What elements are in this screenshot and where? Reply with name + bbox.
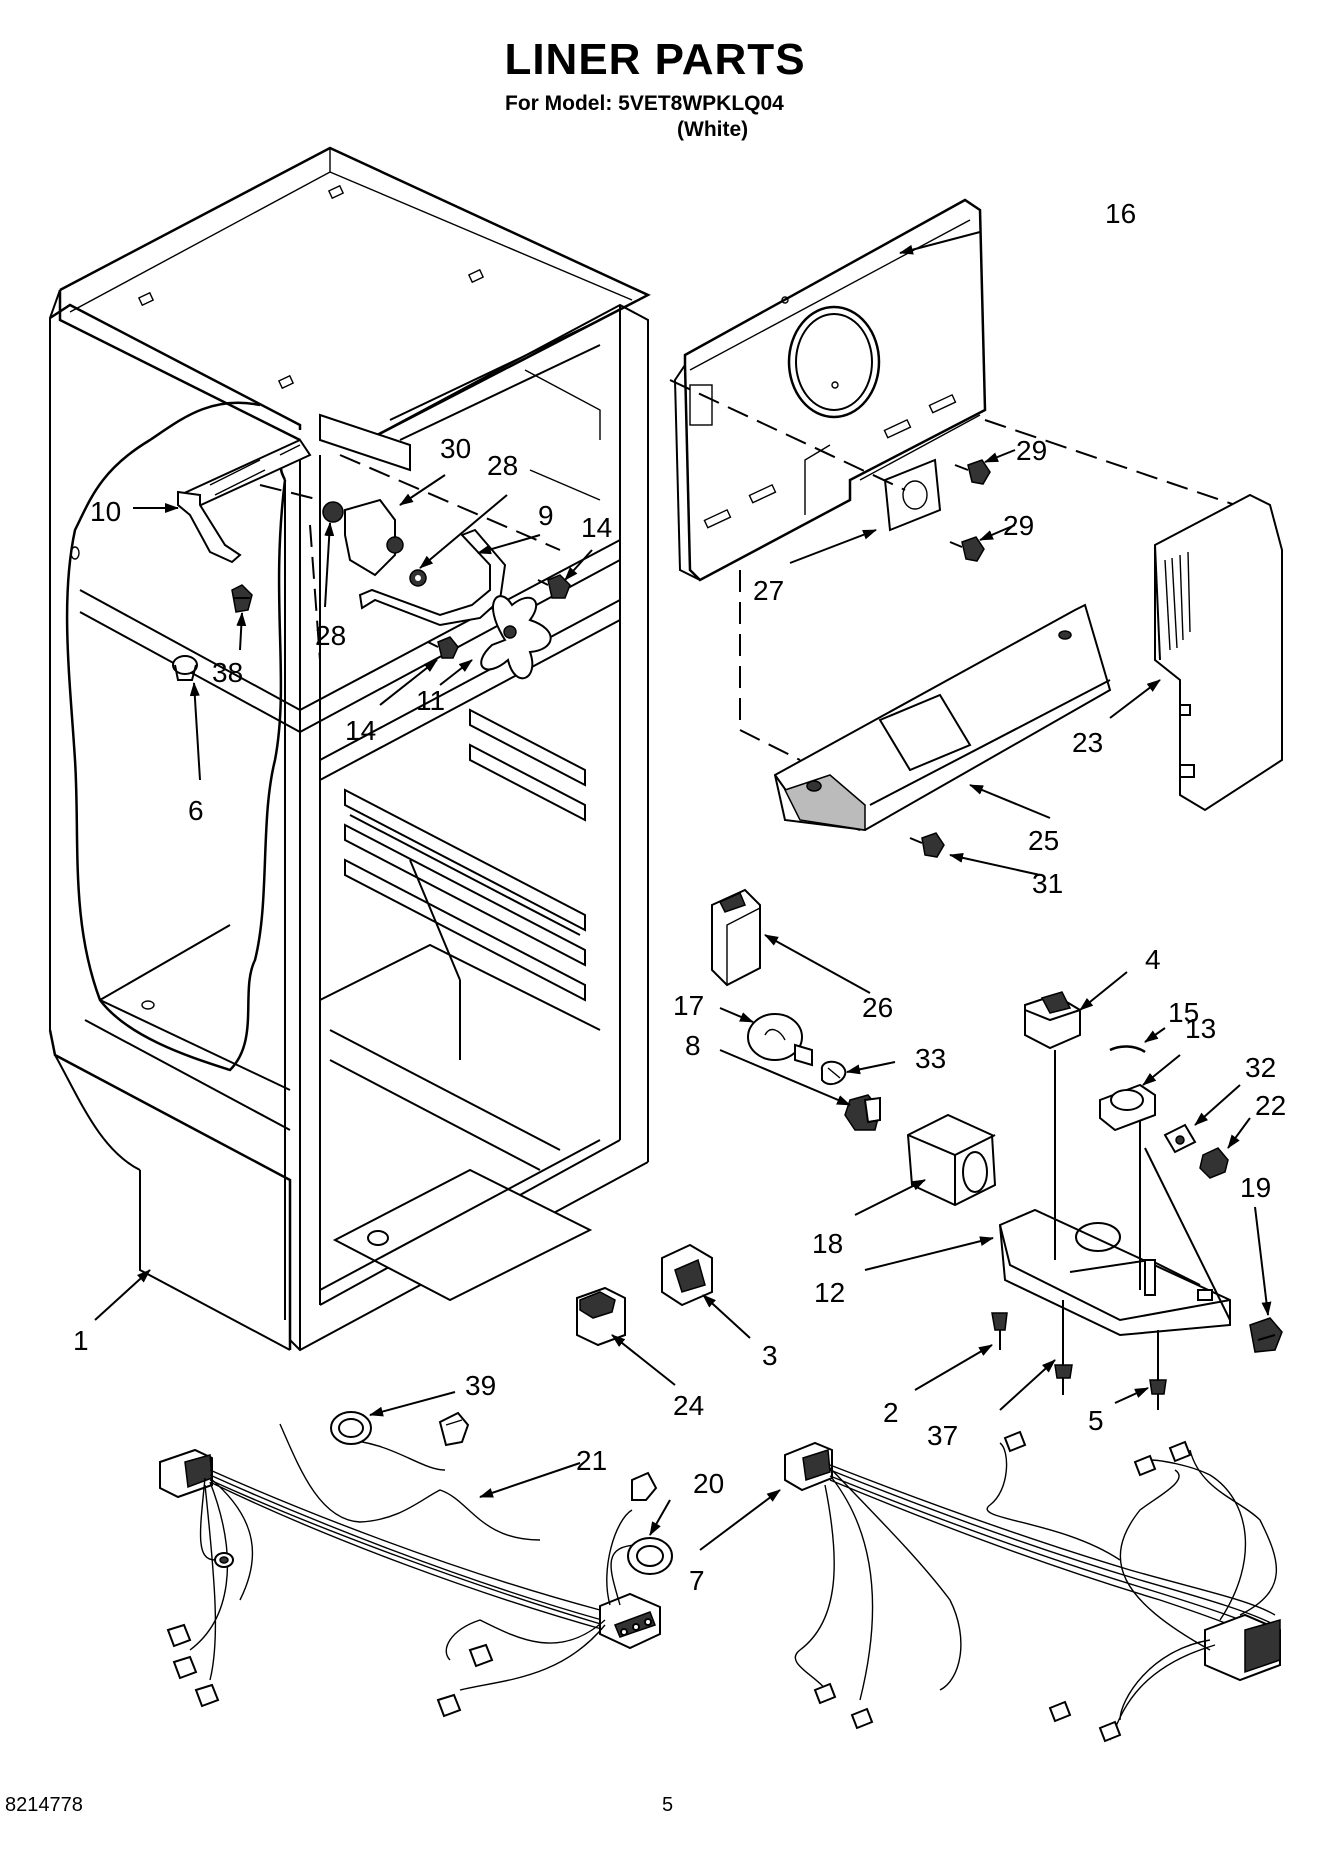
callout-23: 23	[1072, 727, 1103, 758]
leader-dashed	[259, 484, 321, 501]
callout-28-lower: 28	[315, 620, 346, 651]
part-15-clip	[1109, 1045, 1146, 1054]
callout-32: 32	[1245, 1052, 1276, 1083]
part-18-light-shield	[906, 1113, 997, 1207]
model-line: For Model: 5VET8WPKLQ04	[505, 92, 784, 115]
leader-dashed	[739, 570, 801, 761]
callout-27: 27	[753, 575, 784, 606]
part-32-bracket	[1163, 1123, 1197, 1154]
callout-22: 22	[1255, 1090, 1286, 1121]
callout-18: 18	[812, 1228, 843, 1259]
part-37-screw	[1054, 1364, 1073, 1395]
callout-10: 10	[90, 496, 121, 527]
callout-26: 26	[862, 992, 893, 1023]
callout-8: 8	[685, 1030, 701, 1061]
callout-9: 9	[538, 500, 554, 531]
part-28-nut	[409, 569, 427, 587]
part-14-screw-lower	[427, 636, 459, 659]
callout-14: 14	[581, 512, 612, 543]
part-29-screw-lower	[949, 536, 985, 562]
cabinet-liner	[48, 146, 651, 1352]
callout-37: 37	[927, 1420, 958, 1451]
callout-25: 25	[1028, 825, 1059, 856]
callout-14-lower: 14	[345, 715, 376, 746]
part-24-connector	[576, 1286, 626, 1347]
callout-30: 30	[440, 433, 471, 464]
document-number: 8214778	[5, 1794, 83, 1816]
part-13-sensor	[1099, 1083, 1156, 1132]
part-12-light-housing	[998, 1208, 1231, 1337]
callout-13: 13	[1185, 1013, 1216, 1044]
part-33-socket	[820, 1060, 847, 1086]
leader-dashed	[309, 524, 321, 661]
callout-33: 33	[915, 1043, 946, 1074]
callout-12: 12	[814, 1277, 845, 1308]
callout-11: 11	[416, 685, 445, 716]
page-number: 5	[662, 1794, 674, 1816]
callout-3: 3	[762, 1340, 778, 1371]
callout-6: 6	[188, 795, 204, 826]
part-4-thermostat	[1024, 991, 1081, 1050]
leader-dashed	[984, 419, 1251, 511]
duct-bracket	[178, 413, 411, 512]
callout-5: 5	[1088, 1405, 1104, 1436]
part-31-screw	[909, 832, 945, 858]
color-line: (White)	[677, 118, 749, 141]
part-29-screw	[954, 459, 991, 485]
callout-29-lower: 29	[1003, 510, 1034, 541]
callout-28: 28	[487, 450, 518, 481]
callout-1: 1	[73, 1325, 89, 1356]
callout-15: 15	[1168, 997, 1199, 1028]
leader-dashed	[669, 379, 906, 491]
callout-arrows	[94, 231, 1272, 1551]
callout-31: 31	[1032, 868, 1063, 899]
part-8-socket	[844, 1094, 881, 1131]
callout-17: 17	[673, 990, 704, 1021]
part-10-bracket	[177, 490, 242, 564]
part-27-plate	[883, 458, 942, 532]
callout-19: 19	[1240, 1172, 1271, 1203]
part-11-fan-blade	[480, 595, 552, 680]
leader-dashed	[339, 454, 561, 551]
callout-2: 2	[883, 1397, 899, 1428]
part-22-connector	[1199, 1147, 1229, 1179]
part-3-connector	[661, 1243, 713, 1307]
callout-16: 16	[1105, 198, 1136, 229]
part-17-light-bulb	[747, 1013, 813, 1067]
callout-24: 24	[673, 1390, 704, 1421]
part-6-plug	[172, 655, 198, 681]
part-26-switch	[711, 888, 761, 987]
part-25-drain-trough	[773, 603, 1112, 832]
part-21-wire-harness	[159, 1411, 673, 1718]
part-38-screw	[231, 584, 253, 613]
part-19-connector	[1249, 1317, 1283, 1353]
callout-7: 7	[689, 1565, 705, 1596]
part-30-control	[322, 498, 404, 577]
leader-line	[1144, 1147, 1231, 1321]
part-7-wire-harness	[784, 1430, 1281, 1743]
part-2-screw	[991, 1312, 1008, 1350]
part-16-evaporator-cover	[673, 198, 987, 582]
page-title: LINER PARTS	[504, 35, 806, 84]
part-23-vent-cover	[1154, 493, 1283, 812]
callout-4: 4	[1145, 944, 1161, 975]
part-14-screw	[537, 574, 571, 599]
callout-21: 21	[576, 1445, 607, 1476]
callout-38: 38	[212, 657, 243, 688]
part-9-bracket	[358, 528, 507, 627]
callout-20: 20	[693, 1468, 724, 1499]
callout-29: 29	[1016, 435, 1047, 466]
callout-39: 39	[465, 1370, 496, 1401]
part-5-screw	[1149, 1379, 1167, 1410]
